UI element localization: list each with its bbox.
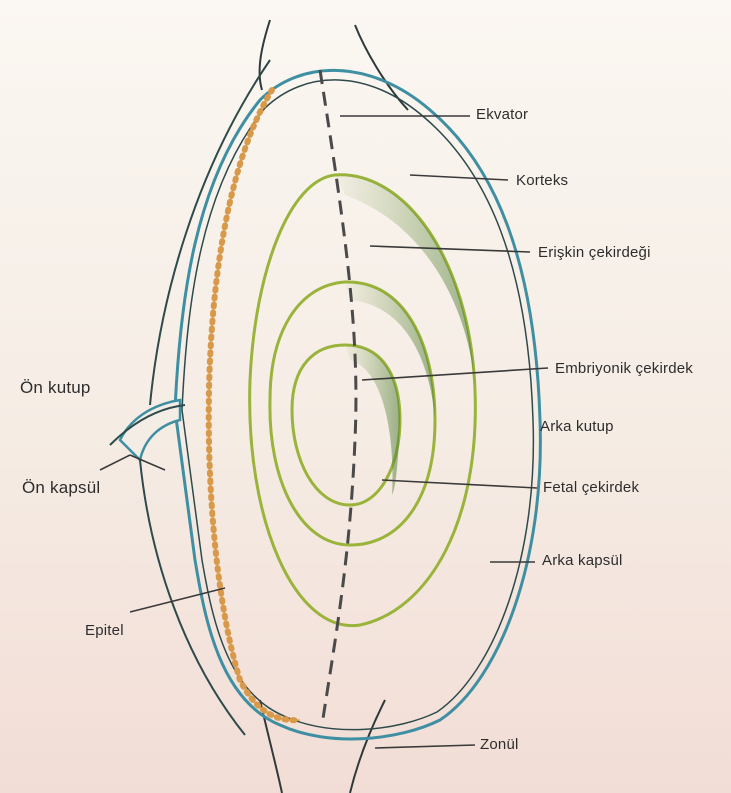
label-korteks: Korteks [516,172,568,189]
label-zonul: Zonül [480,736,519,753]
anterior-capsule-fold [120,400,180,460]
label-eriskin-cekirdegi: Erişkin çekirdeği [538,244,651,261]
label-on-kapsul: Ön kapsül [22,478,100,498]
label-on-kutup: Ön kutup [20,378,91,398]
epithelium-layer [209,90,300,720]
leader-lines [100,116,548,748]
label-fetal-cekirdek: Fetal çekirdek [543,479,639,496]
label-ekvator: Ekvator [476,106,528,123]
label-embriyonik-cekirdek: Embriyonik çekirdek [555,360,693,377]
adult-nucleus-ring [250,175,476,626]
label-arka-kutup: Arka kutup [540,418,614,435]
label-epitel: Epitel [85,622,124,639]
label-arka-kapsul: Arka kapsül [542,552,623,569]
